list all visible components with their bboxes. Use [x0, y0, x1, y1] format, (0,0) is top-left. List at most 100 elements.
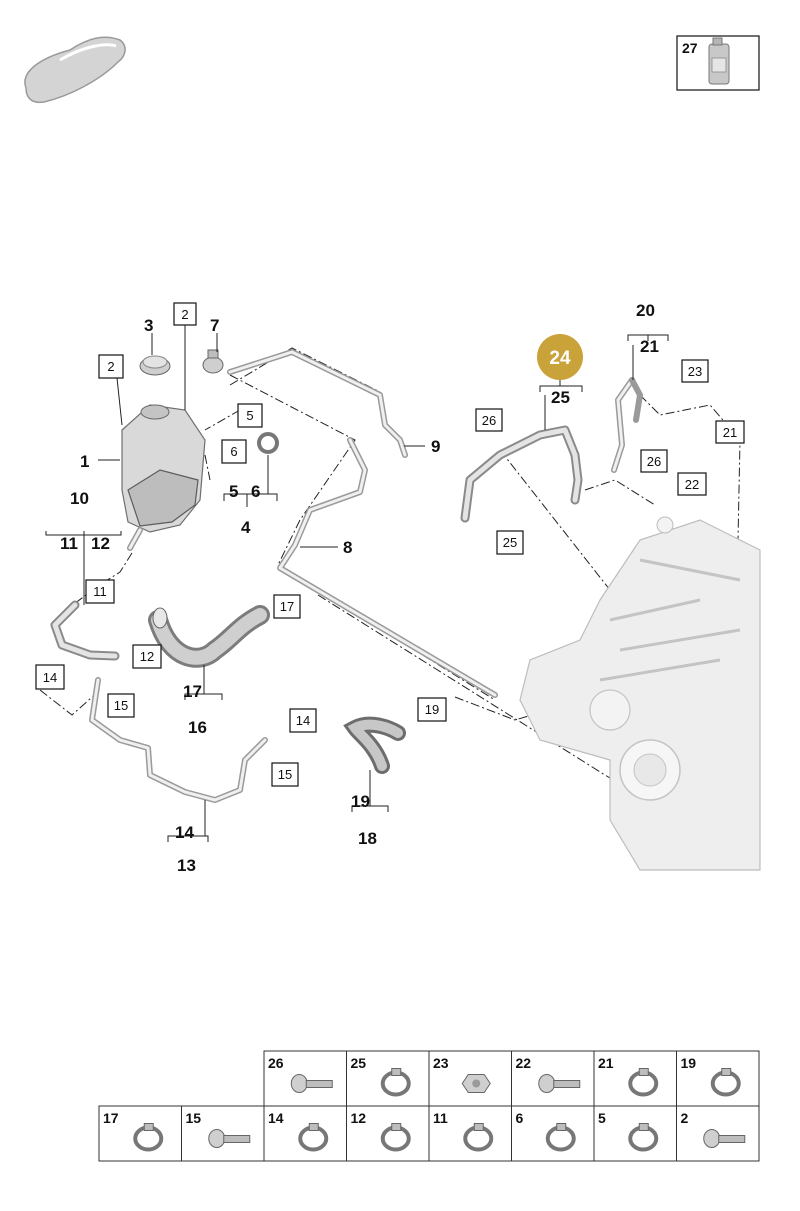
- part-27-oil-box[interactable]: 27: [676, 35, 760, 91]
- svg-text:14: 14: [43, 670, 57, 685]
- box-callout-14-right[interactable]: 14: [289, 708, 317, 733]
- box-callout-14-left[interactable]: 14: [35, 664, 65, 690]
- nut-icon: [461, 1074, 491, 1093]
- callout-6-bold: 6: [251, 482, 260, 501]
- table-part-number: 6: [516, 1110, 524, 1126]
- callout-21-bold: 21: [640, 337, 659, 356]
- part-7-sensor[interactable]: [202, 349, 224, 374]
- table-part-number: 21: [598, 1055, 614, 1071]
- callout-24: 24: [549, 348, 571, 369]
- part-3-cap[interactable]: [139, 355, 171, 376]
- box-callout-11[interactable]: 11: [85, 579, 115, 604]
- callout-12-bold: 12: [91, 534, 110, 553]
- table-part-number: 12: [351, 1110, 367, 1126]
- clamp-icon: [298, 1123, 329, 1152]
- callout-19-bold: 19: [351, 792, 370, 811]
- part-20-pipe[interactable]: [611, 377, 643, 473]
- table-cell-part-25[interactable]: 25: [346, 1050, 430, 1107]
- part-14-lower-pipe[interactable]: [89, 677, 268, 803]
- callout-7: 7: [210, 316, 219, 335]
- box-callout-26-left[interactable]: 26: [475, 408, 503, 432]
- callout-4: 4: [241, 518, 251, 537]
- box-callout-19[interactable]: 19: [417, 697, 447, 722]
- table-cell-part-2[interactable]: 2: [676, 1105, 760, 1162]
- table-part-number: 14: [268, 1110, 284, 1126]
- box-callout-12[interactable]: 12: [132, 644, 162, 669]
- table-cell-part-21[interactable]: 21: [593, 1050, 677, 1107]
- car-silhouette-icon: [24, 36, 126, 104]
- svg-text:11: 11: [93, 584, 107, 599]
- table-part-number: 19: [681, 1055, 697, 1071]
- clamp-icon: [710, 1068, 741, 1097]
- box-callout-15-right[interactable]: 15: [271, 762, 299, 787]
- box-callout-17[interactable]: 17: [273, 594, 301, 619]
- table-part-number: 22: [516, 1055, 532, 1071]
- svg-text:14: 14: [296, 713, 310, 728]
- table-part-number: 25: [351, 1055, 367, 1071]
- callout-8: 8: [343, 538, 352, 557]
- bold-callouts: 3 7 1 9 8 10 11 12 5 6 4 17 16 14 13 19 …: [60, 301, 659, 875]
- svg-text:5: 5: [246, 408, 253, 423]
- table-cell-part-12[interactable]: 12: [346, 1105, 430, 1162]
- part-5-6-clamp[interactable]: [257, 432, 279, 454]
- box-callout-22[interactable]: 22: [677, 472, 707, 496]
- callout-27: 27: [682, 40, 698, 56]
- callout-5-bold: 5: [229, 482, 238, 501]
- table-cell-part-19[interactable]: 19: [676, 1050, 760, 1107]
- clamp-icon: [380, 1068, 411, 1097]
- table-part-number: 11: [433, 1110, 448, 1126]
- svg-text:12: 12: [140, 649, 154, 664]
- callout-20: 20: [636, 301, 655, 320]
- screw-icon: [208, 1129, 251, 1148]
- callout-24-highlight[interactable]: 24: [537, 334, 583, 380]
- svg-text:15: 15: [114, 698, 128, 713]
- table-part-number: 5: [598, 1110, 606, 1126]
- callout-14-bold: 14: [175, 823, 194, 842]
- part-17-large-hose[interactable]: [148, 605, 270, 668]
- table-part-number: 17: [103, 1110, 119, 1126]
- box-callout-21[interactable]: 21: [715, 420, 745, 444]
- callout-1: 1: [80, 452, 89, 471]
- box-callout-15-left[interactable]: 15: [107, 693, 135, 718]
- clamp-icon: [628, 1123, 659, 1152]
- table-cell-part-15[interactable]: 15: [181, 1105, 265, 1162]
- callout-18: 18: [358, 829, 377, 848]
- clamp-icon: [380, 1123, 411, 1152]
- callout-3: 3: [144, 316, 153, 335]
- table-cell-part-23[interactable]: 23: [428, 1050, 512, 1107]
- box-callout-25[interactable]: 25: [496, 530, 524, 555]
- part-24-hose-assembly[interactable]: [460, 425, 583, 523]
- part-11-12-hose[interactable]: [50, 600, 120, 661]
- box-callout-5[interactable]: 5: [237, 403, 263, 428]
- box-callout-2-left[interactable]: 2: [98, 354, 124, 379]
- svg-text:15: 15: [278, 767, 292, 782]
- highlight-circle: [537, 334, 583, 380]
- callout-9: 9: [431, 437, 440, 456]
- callout-17-bold: 17: [183, 682, 202, 701]
- svg-text:25: 25: [503, 535, 517, 550]
- box-callout-6[interactable]: 6: [221, 439, 247, 464]
- table-part-number: 15: [186, 1110, 202, 1126]
- part-1-expansion-tank[interactable]: [121, 404, 206, 551]
- table-part-number: 2: [681, 1110, 689, 1126]
- boxed-callouts: 2 2 5 6 11 12 14 15 17 14 15 19 26 25 23…: [35, 302, 745, 787]
- part-8-coolant-pipe[interactable]: [227, 349, 498, 698]
- table-cell-part-6[interactable]: 6: [511, 1105, 595, 1162]
- screw-icon: [538, 1074, 581, 1093]
- box-callout-2-top[interactable]: 2: [173, 302, 197, 326]
- box-callout-23[interactable]: 23: [681, 359, 709, 383]
- table-cell-part-26[interactable]: 26: [263, 1050, 347, 1107]
- screw-icon: [290, 1074, 333, 1093]
- box-callout-26-right[interactable]: 26: [640, 449, 668, 473]
- table-cell-part-17[interactable]: 17: [98, 1105, 182, 1162]
- screw-icon: [703, 1129, 746, 1148]
- table-cell-part-22[interactable]: 22: [511, 1050, 595, 1107]
- clamp-icon: [545, 1123, 576, 1152]
- table-cell-part-14[interactable]: 14: [263, 1105, 347, 1162]
- table-cell-part-5[interactable]: 5: [593, 1105, 677, 1162]
- part-19-elbow-hose[interactable]: [343, 716, 406, 774]
- callout-11-bold: 11: [60, 534, 78, 553]
- table-cell-part-11[interactable]: 11: [428, 1105, 512, 1162]
